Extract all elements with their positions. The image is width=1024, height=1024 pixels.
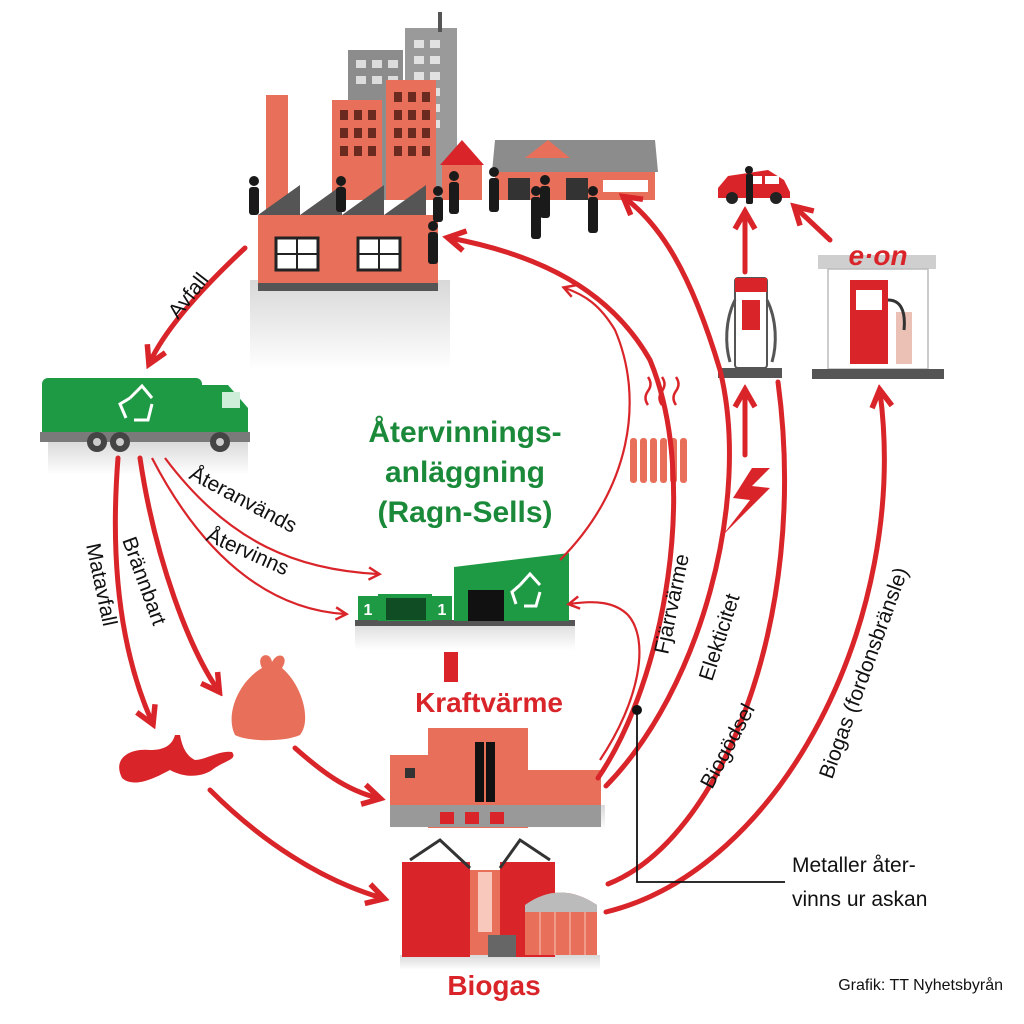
svg-text:1: 1	[364, 602, 373, 619]
banana-peel-icon	[119, 735, 234, 783]
recycling-facility-title-2: anläggning	[385, 456, 545, 489]
kraftvarme-title: Kraftvärme	[415, 687, 563, 718]
connector-bar	[444, 652, 458, 682]
city-illustration	[249, 12, 658, 370]
arrow-biogas-to-station	[603, 392, 884, 915]
arrow-bag-to-plant	[292, 745, 378, 798]
label-avfall: Avfall	[164, 269, 214, 323]
arrow-facility-to-city	[559, 284, 631, 561]
metals-note-2: vinns ur askan	[792, 888, 927, 911]
arrow-fertilizer	[605, 379, 787, 887]
label-elekticitet: Elekticitet	[695, 591, 745, 684]
eon-logo: e·on	[848, 240, 907, 271]
recycling-facility: 1 1	[355, 553, 575, 650]
arrow-station-to-car	[796, 208, 833, 243]
arrow-truck-to-bag	[137, 455, 218, 690]
arrow-city-to-truck	[150, 245, 248, 362]
arrow-truck-to-food	[112, 455, 152, 722]
arrow-heat-to-city	[450, 238, 677, 781]
container-1a: 1	[358, 596, 378, 620]
metals-note-1: Metaller åter-	[792, 854, 916, 877]
power-plant	[390, 728, 605, 830]
biogas-title: Biogas	[447, 970, 540, 1001]
recycling-facility-title-3: (Ragn-Sells)	[377, 496, 552, 529]
arrow-plant-to-facility	[566, 595, 641, 761]
garbage-truck	[40, 378, 250, 475]
label-biogodsel: Biogödsel	[696, 700, 760, 792]
car-icon	[718, 166, 790, 204]
eon-station: e·on	[812, 240, 944, 379]
label-fjarrvarme: Fjärrvärme	[650, 552, 694, 656]
recycle-icon	[118, 383, 154, 422]
label-brannbart: Brännbart	[117, 534, 170, 629]
arrow-truck-to-reuse	[164, 457, 383, 581]
thin-arrows	[151, 284, 641, 761]
arrow-food-to-biogas	[207, 787, 382, 898]
label-biogas-fordon: Biogas (fordonsbränsle)	[815, 564, 913, 781]
arrow-truck-to-recycle	[151, 457, 350, 621]
lightning-icon	[722, 468, 770, 536]
radiator-icon	[630, 376, 687, 483]
trash-bag-icon	[231, 655, 306, 741]
recycling-facility-title-1: Återvinnings-	[368, 416, 561, 449]
container-1b: 1	[432, 596, 452, 620]
svg-text:1: 1	[438, 602, 447, 619]
fuel-pump	[718, 277, 782, 378]
credit: Grafik: TT Nyhetsbyrån	[838, 976, 1003, 994]
biogas-plant	[400, 837, 600, 970]
arrow-elec-to-house	[603, 198, 732, 789]
metals-callout	[632, 705, 785, 883]
